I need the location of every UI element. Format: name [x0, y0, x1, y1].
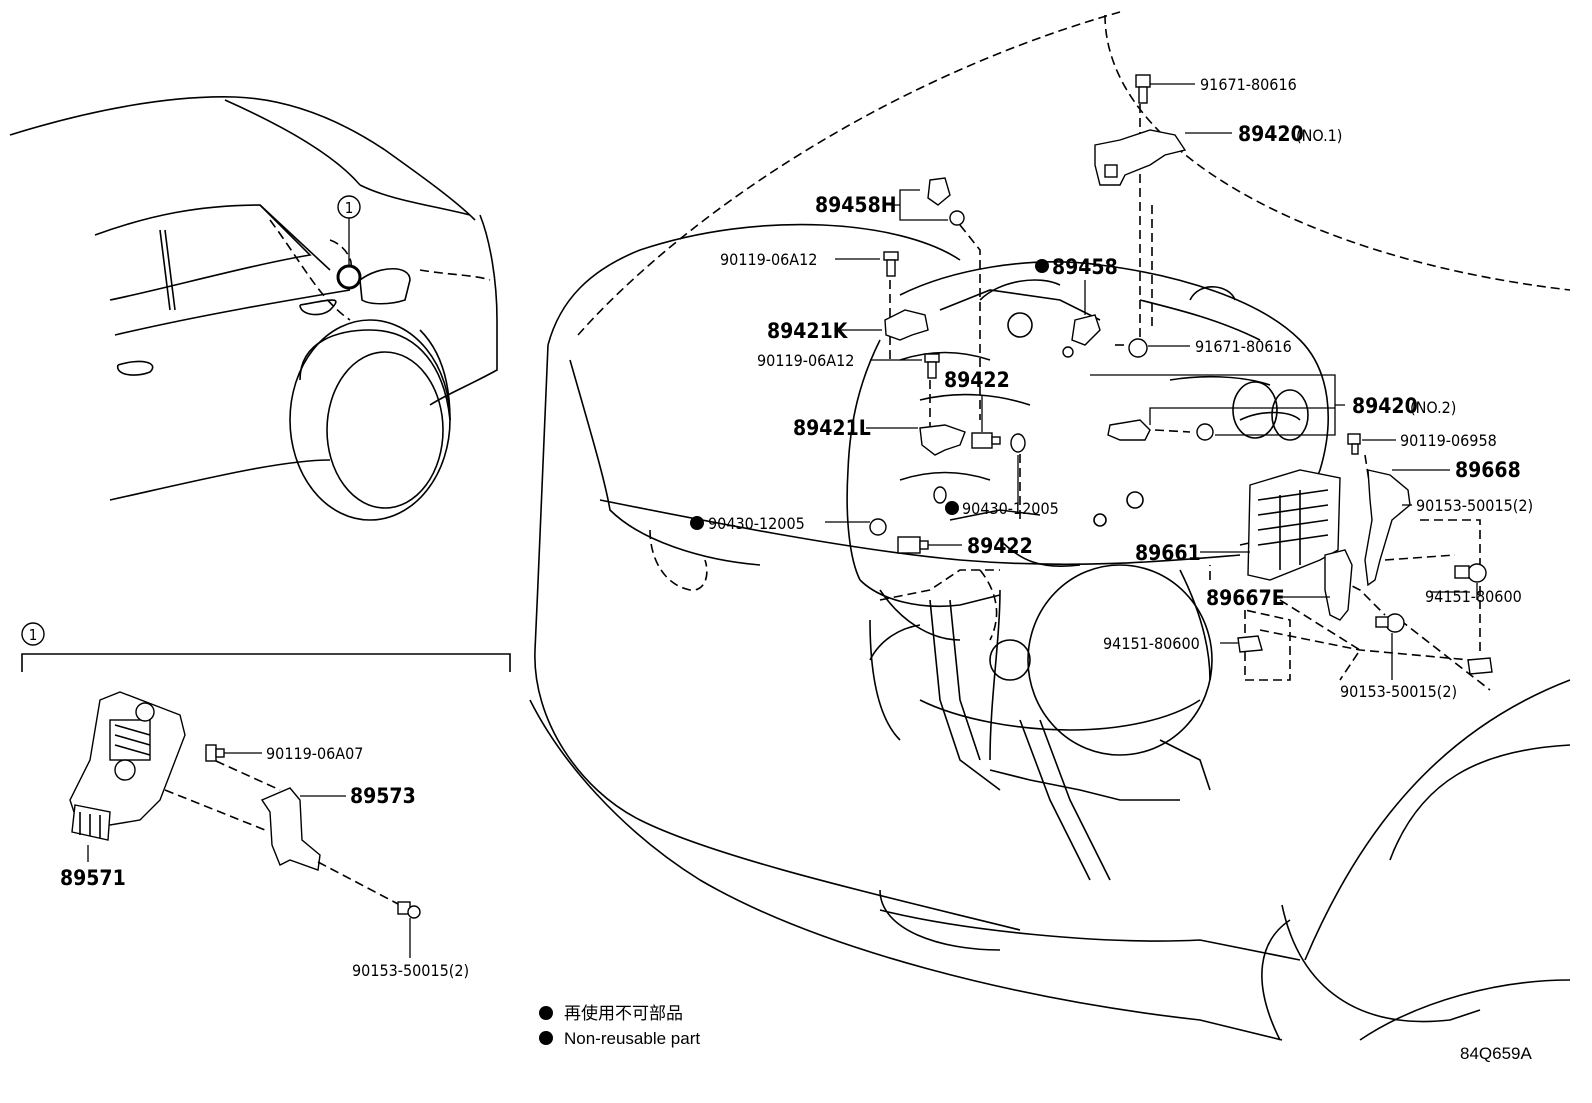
legend-text-jp: 再使用不可部品 — [564, 1003, 683, 1023]
part-89420-no2-sensor — [1107, 419, 1214, 441]
non-reusable-dot-90430-b — [945, 501, 959, 515]
inset-ref-number: 1 — [29, 626, 38, 644]
part-gasket-upper — [1010, 433, 1026, 453]
car-callout-number: 1 — [345, 199, 354, 217]
part-89458H-sensor — [927, 177, 965, 226]
label-90153-right: 90153-50015(2) — [1416, 496, 1533, 515]
engine-assembly — [846, 261, 1329, 608]
transmission-assembly — [869, 564, 1362, 881]
legend: 再使用不可部品 Non-reusable part — [539, 1003, 700, 1048]
part-89458-sensor — [1062, 314, 1101, 358]
part-91671-80616-bolt-top — [1135, 74, 1151, 104]
label-89420-no1-sub: (NO.1) — [1296, 126, 1342, 145]
non-reusable-dot-89458 — [1035, 259, 1049, 273]
label-89420-no2: 89420 — [1352, 394, 1418, 418]
legend-text-en: Non-reusable part — [564, 1029, 700, 1048]
part-90153-bolt-main — [1375, 613, 1405, 633]
label-91671-80616-top: 91671-80616 — [1200, 75, 1297, 94]
part-89421L-sensor — [919, 424, 966, 456]
label-89422-lower: 89422 — [967, 534, 1033, 558]
label-89458H: 89458H — [815, 193, 897, 217]
part-91671-80616-bolt-mid — [1128, 338, 1148, 358]
part-gasket-left — [869, 518, 887, 536]
label-90430-left: 90430-12005 — [708, 514, 805, 533]
part-90119-06A12-bolt-b — [924, 353, 940, 379]
label-90153-inset: 90153-50015(2) — [352, 961, 469, 980]
part-nut-lower-right — [1467, 657, 1493, 675]
label-89458: 89458 — [1052, 255, 1118, 279]
part-89421K-sensor — [884, 309, 929, 341]
label-89668: 89668 — [1455, 458, 1521, 482]
legend-dot-en — [539, 1031, 553, 1045]
part-89573-bracket — [260, 787, 321, 871]
part-94151-nut-right — [1454, 563, 1487, 583]
part-89668-bracket — [1364, 469, 1411, 587]
car-rear-illustration — [9, 96, 498, 521]
part-89420-no1-sensor — [1094, 129, 1187, 186]
part-89667E-bracket — [1324, 549, 1353, 621]
label-89573: 89573 — [350, 784, 416, 808]
label-89571: 89571 — [60, 866, 126, 890]
label-91671-80616-mid: 91671-80616 — [1195, 337, 1292, 356]
label-90119-06A12-a: 90119-06A12 — [720, 250, 817, 269]
part-89422-sensor-lower — [897, 536, 929, 554]
label-89422-upper: 89422 — [944, 368, 1010, 392]
label-89421L: 89421L — [793, 416, 871, 440]
part-90119-06A07-bolt — [205, 744, 225, 762]
label-90119-06A07: 90119-06A07 — [266, 744, 363, 763]
part-gasket-center — [933, 486, 947, 504]
label-94151-center: 94151-80600 — [1103, 634, 1200, 653]
part-94151-nut-center — [1237, 635, 1263, 653]
label-89420-no1: 89420 — [1238, 122, 1304, 146]
fuel-door-locator — [336, 264, 362, 290]
part-90119-06958-bolt — [1347, 433, 1361, 455]
part-89571-module — [69, 691, 186, 841]
diagram-code: 84Q659A — [1460, 1044, 1532, 1063]
label-94151-right: 94151-80600 — [1425, 587, 1522, 606]
leader-lines — [825, 83, 1478, 680]
label-90119-06A12-b: 90119-06A12 — [757, 351, 854, 370]
part-90119-06A12-bolt-a — [883, 251, 899, 277]
label-89661: 89661 — [1135, 541, 1201, 565]
car-callout-1: 1 — [336, 195, 362, 290]
label-89667E: 89667E — [1206, 586, 1285, 610]
part-90153-bolt-inset — [397, 901, 421, 919]
label-90430-center: 90430-12005 — [962, 499, 1059, 518]
label-89421K: 89421K — [767, 319, 849, 343]
inset-box: 1 — [21, 622, 511, 672]
vehicle-front-outline — [529, 11, 1571, 1041]
label-90119-06958: 90119-06958 — [1400, 431, 1497, 450]
legend-dot-jp — [539, 1006, 553, 1020]
part-89422-sensor-upper — [971, 432, 1001, 449]
non-reusable-dot-90430-a — [690, 516, 704, 530]
label-90153-main: 90153-50015(2) — [1340, 682, 1457, 701]
label-89420-no2-sub: (NO.2) — [1410, 398, 1456, 417]
